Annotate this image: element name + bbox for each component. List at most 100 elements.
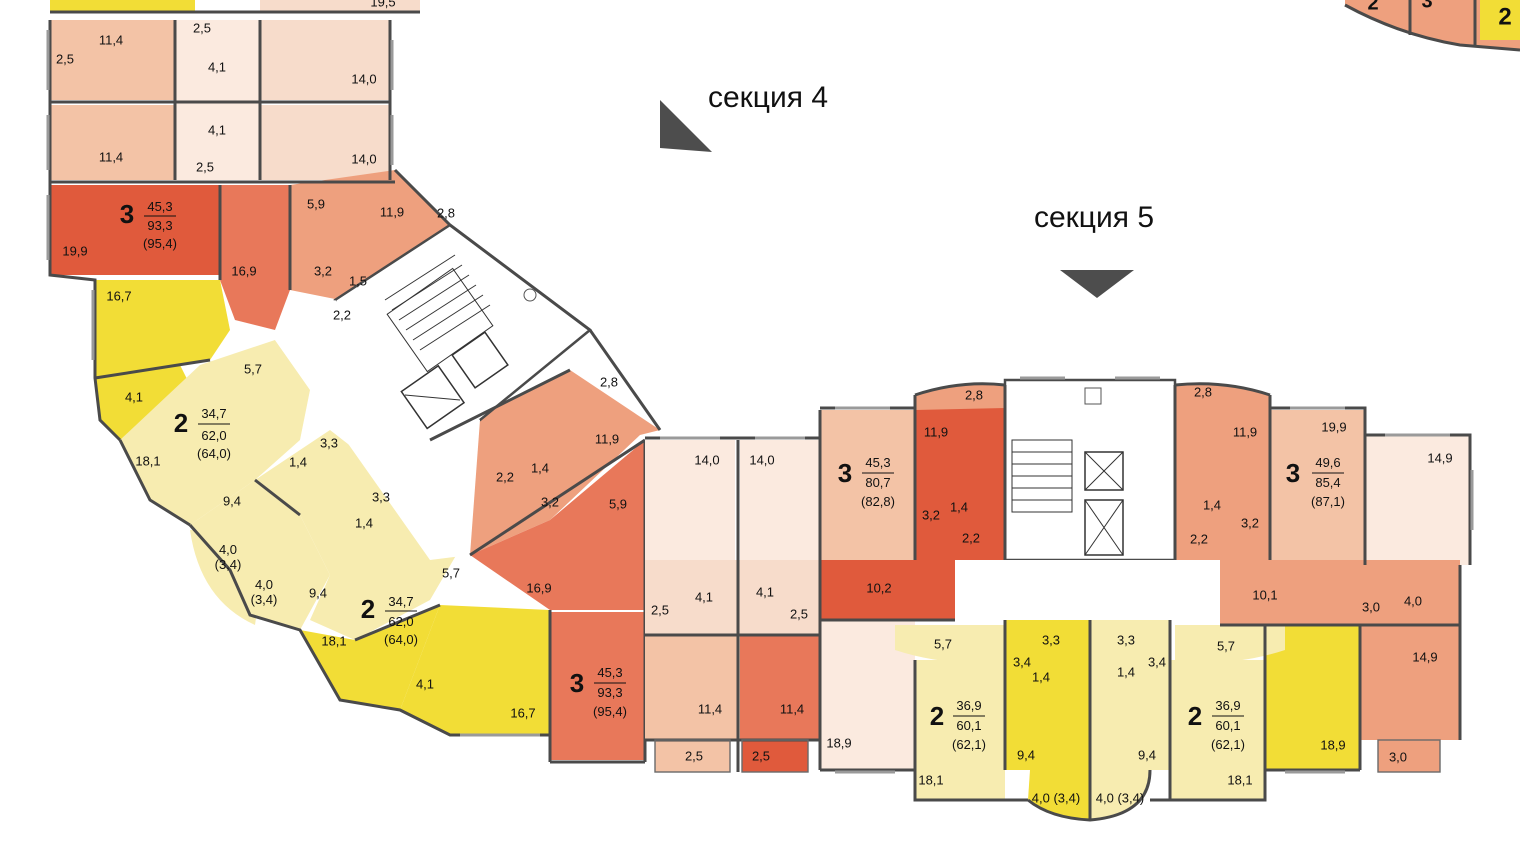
garbage-chute-icon [1084, 387, 1102, 405]
room-area: 4,0 (3,4) [1032, 790, 1080, 805]
room [1175, 395, 1270, 560]
room-area: 5,7 [244, 361, 262, 376]
apartment-room-count: 3 [120, 199, 134, 229]
apartment-total-area: 62,0 [201, 428, 226, 443]
apartment-living-area: 45,3 [147, 199, 172, 214]
room-area: 16,7 [510, 705, 535, 720]
room-area: 2,8 [1194, 384, 1212, 399]
room-area: 11,4 [698, 701, 722, 716]
room-area: 2,5 [651, 602, 669, 617]
room-area: 16,9 [231, 263, 256, 278]
elevator-icon [400, 331, 509, 430]
room [740, 440, 820, 560]
apartment-total-area-balcony: (87,1) [1311, 494, 1345, 509]
apartment-total-area: 93,3 [597, 685, 622, 700]
room-area: 2,2 [1190, 531, 1208, 546]
hall [895, 625, 1005, 663]
bay-window [1028, 770, 1090, 820]
room-area: 9,4 [309, 585, 327, 600]
room [400, 605, 550, 735]
room-area: 4,1 [416, 676, 434, 691]
apartment-total-area: 62,0 [388, 614, 413, 629]
room-area: 18,1 [918, 772, 943, 787]
apartment-room-count: 2 [930, 701, 944, 731]
room-area: 3,4 [1013, 654, 1031, 669]
windows [46, 30, 1474, 774]
apartment-room-count-fragment: 3 [1421, 0, 1432, 12]
room-area: 14,9 [1412, 649, 1437, 664]
apartment-total-area-balcony: (62,1) [952, 737, 986, 752]
bathroom [645, 560, 820, 635]
balcony [742, 740, 808, 772]
room-area: 11,4 [99, 32, 123, 47]
room-area: 5,7 [442, 565, 460, 580]
apartment-labels: 3 45,3 93,3 (95,4) 2 34,7 62,0 (64,0) 2 … [120, 199, 1345, 752]
room [120, 340, 310, 525]
apartment-room-count: 2 [174, 408, 188, 438]
room [820, 410, 915, 560]
room-area: 9,4 [223, 493, 241, 508]
room-area: 10,2 [866, 580, 891, 595]
room-area: 3,3 [320, 435, 338, 450]
room [1005, 620, 1090, 770]
room-area: 4,1 [208, 122, 226, 137]
room-area: 3,0 [1389, 749, 1407, 764]
room-area: 19,9 [1321, 419, 1346, 434]
apartment-total-area: 80,7 [865, 475, 890, 490]
room-area: 18,9 [826, 735, 851, 750]
room-area: 1,4 [1203, 497, 1221, 512]
room-area: 1,4 [289, 454, 307, 469]
balcony [1175, 383, 1270, 410]
apartment-living-area: 36,9 [956, 698, 981, 713]
balcony [655, 740, 730, 772]
room [300, 605, 440, 710]
room-area: 4,1 [208, 59, 226, 74]
apartment-total-area: 85,4 [1315, 475, 1340, 490]
room-area: 2,2 [962, 530, 980, 545]
room-area: 2,2 [333, 307, 351, 322]
room [1170, 660, 1265, 800]
room-area: 9,4 [1138, 747, 1156, 762]
room [260, 20, 390, 100]
section-5-label: секция 5 [1034, 201, 1154, 234]
corridor [820, 560, 955, 620]
room-area: 4,0(3,4) [215, 542, 242, 572]
apartment-living-area: 45,3 [597, 665, 622, 680]
room-area: 2,8 [965, 387, 983, 402]
apartment-living-area: 49,6 [1315, 455, 1340, 470]
room-area: 4,0 [1404, 593, 1422, 608]
room-area: 11,9 [595, 431, 619, 446]
room-area: 3,2 [1241, 515, 1259, 530]
apartment-room-count: 3 [570, 668, 584, 698]
room-area: 4,1 [125, 389, 143, 404]
room-area: 19,9 [62, 243, 87, 258]
apartment-living-area: 36,9 [1215, 698, 1240, 713]
room-area: 11,4 [780, 701, 804, 716]
room-area: 18,1 [135, 453, 160, 468]
room-area: 3,3 [1042, 632, 1060, 647]
corridor [955, 560, 1220, 615]
apartment-total-area-balcony: (82,8) [861, 494, 895, 509]
room-area: 3,2 [314, 263, 332, 278]
room-area: 3,3 [372, 489, 390, 504]
corridor [1220, 560, 1460, 625]
room-area: 14,0 [749, 452, 774, 467]
room-area: 2,5 [56, 51, 74, 66]
room-area: 2,5 [685, 748, 703, 763]
apartment-room-count-fragment: 2 [1367, 0, 1378, 14]
apartment-total-area-balcony: (95,4) [593, 704, 627, 719]
room-area: 5,9 [307, 196, 325, 211]
apartment-total-area: 93,3 [147, 218, 172, 233]
room-area: 2,5 [193, 20, 211, 35]
room [1365, 435, 1470, 565]
room [740, 635, 820, 740]
staircase-icon [1011, 439, 1073, 513]
apartment-total-area-balcony: (95,4) [143, 236, 177, 251]
room [95, 280, 230, 378]
room [290, 170, 450, 300]
room-area: 18,1 [1227, 772, 1252, 787]
room-area: 2,2 [496, 469, 514, 484]
apartment-room-count: 3 [838, 458, 852, 488]
room [260, 105, 390, 180]
